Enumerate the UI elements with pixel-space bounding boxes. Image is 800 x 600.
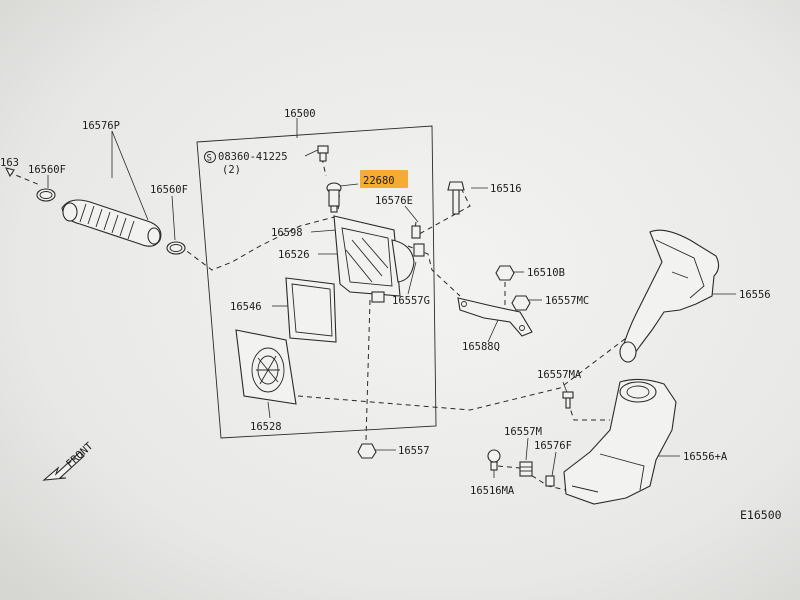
leader-lines [47,118,736,478]
label-16528: 16528 [250,421,282,433]
label-16557: 16557 [398,445,430,457]
nut-16557 [357,443,377,459]
label-16598: 16598 [271,227,303,239]
sensor-22680 [326,182,342,213]
air-cleaner-case-16528 [235,329,297,405]
label-163: 163 [0,157,19,169]
figure-code: E16500 [740,508,782,522]
label-highlighted-22680: 22680 [363,175,395,187]
clip-163 [4,167,15,178]
clamp-16560F-left [36,188,56,202]
duct-16576P [61,199,162,247]
label-16516: 16516 [490,183,522,195]
duct-16556 [619,229,720,363]
bolt-16516MA [487,449,501,471]
bolt-16516 [447,181,465,215]
bolt-16557MA [562,391,574,409]
assembly-frame [196,125,437,439]
clip-16576F [545,475,555,487]
label-16516MA: 16516MA [470,485,515,497]
label-16576E: 16576E [375,195,413,207]
label-bolt-qty: (2) [222,164,241,176]
nut-16557MC [511,295,531,311]
label-16557MC: 16557MC [545,295,589,307]
nut-16510B [495,265,515,281]
label-16560F-left: 16560F [28,164,66,176]
clamp-16560F-right [166,241,186,255]
svg-text:S: S [207,154,212,164]
grommet-16557G [413,243,425,257]
resonator-16556A [563,378,677,505]
label-16557G: 16557G [392,295,430,307]
label-16556A: 16556+A [683,451,728,463]
grommet-16557M [519,461,533,477]
front-arrow-icon [42,451,85,481]
highlight-marker [360,170,408,188]
label-16557MA: 16557MA [537,369,582,381]
screw-symbol-icon: S [204,151,216,164]
label-assembly-16500: 16500 [284,108,316,120]
bracket-16588Q [457,297,533,337]
clip-16576E [411,225,421,239]
label-16510B: 16510B [527,267,565,279]
label-16546: 16546 [230,301,262,313]
label-16560F-right: 16560F [150,184,188,196]
label-16526: 16526 [278,249,310,261]
bolt-08360-41225 [317,145,329,162]
label-16576P: 16576P [82,120,120,132]
filter-element-16546 [285,277,337,343]
label-16557M: 16557M [504,426,542,438]
label-16556: 16556 [739,289,771,301]
label-bolt-spec: 08360-41225 [218,151,288,163]
air-cleaner-cover-16526 [333,215,415,303]
label-16576F: 16576F [534,440,572,452]
label-16588Q: 16588Q [462,341,500,353]
